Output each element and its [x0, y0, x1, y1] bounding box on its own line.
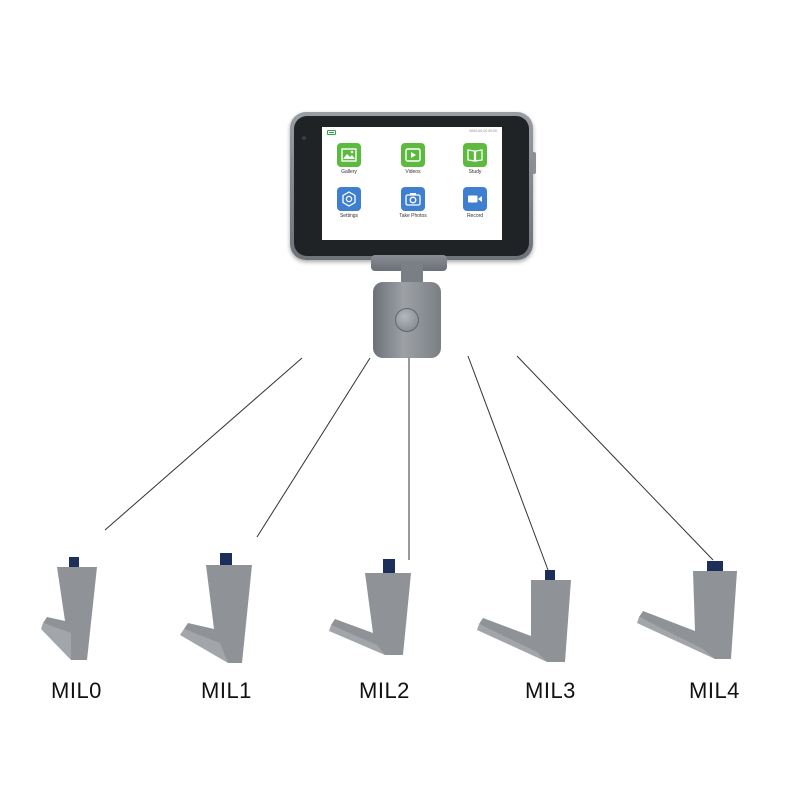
app-label-settings: Settings	[339, 213, 359, 219]
monitor-screen: 0000-00-00 00:00 Gallery Videos	[322, 127, 502, 240]
video-laryngoscope-monitor: 0000-00-00 00:00 Gallery Videos	[290, 112, 536, 260]
blade-label-mil1: MIL1	[201, 678, 252, 703]
play-icon	[401, 143, 425, 167]
app-study[interactable]: Study	[450, 143, 500, 175]
connector-line-mil3	[467, 355, 549, 571]
blade-mil0	[35, 545, 165, 675]
app-record[interactable]: Record	[450, 187, 500, 219]
app-label-gallery: Gallery	[341, 169, 357, 175]
blade-label-mil3: MIL3	[525, 678, 576, 703]
blade-label-mil2: MIL2	[359, 678, 410, 703]
status-time: 0000-00-00 00:00	[469, 129, 497, 133]
app-label-record: Record	[466, 213, 484, 219]
settings-icon	[337, 187, 361, 211]
app-take-photos[interactable]: Take Photos	[388, 187, 438, 219]
connector-line-mil1	[256, 357, 371, 538]
app-label-study: Study	[468, 169, 482, 175]
monitor-side-button	[533, 152, 536, 174]
blade-mil2	[325, 555, 455, 685]
status-bar: 0000-00-00 00:00	[322, 127, 502, 137]
battery-icon	[327, 130, 336, 135]
monitor-neck	[401, 262, 423, 286]
connector-line-mil0	[104, 357, 303, 531]
app-gallery[interactable]: Gallery	[324, 143, 374, 175]
power-button	[395, 308, 419, 332]
blade-mil4	[635, 555, 765, 685]
device-handle	[373, 282, 441, 358]
camera-icon	[401, 187, 425, 211]
blade-label-mil0: MIL0	[51, 678, 102, 703]
app-label-take-photos: Take Photos	[399, 213, 427, 219]
monitor-bezel: 0000-00-00 00:00 Gallery Videos	[294, 116, 529, 256]
blade-mil3	[475, 560, 605, 690]
blade-label-mil4: MIL4	[689, 678, 740, 703]
app-label-videos: Videos	[405, 169, 421, 175]
front-camera-dot	[302, 136, 306, 140]
gallery-icon	[337, 143, 361, 167]
app-videos[interactable]: Videos	[388, 143, 438, 175]
video-camera-icon	[463, 187, 487, 211]
blade-mil1	[170, 545, 300, 675]
book-icon	[463, 143, 487, 167]
connector-line-mil4	[516, 355, 714, 561]
app-settings[interactable]: Settings	[324, 187, 374, 219]
